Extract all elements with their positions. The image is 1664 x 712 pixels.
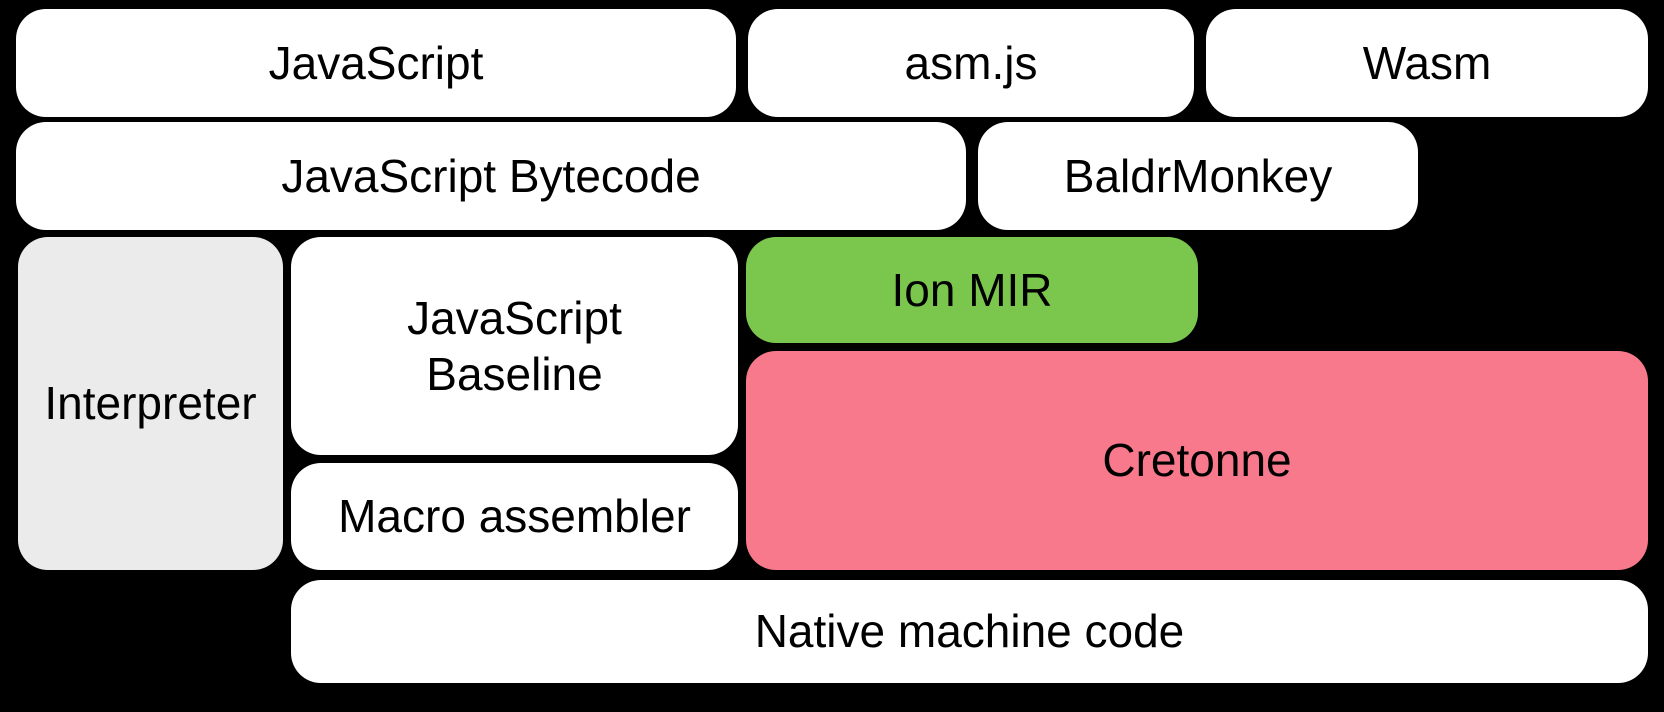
node-interpreter-label: Interpreter	[44, 377, 257, 430]
node-macro-assembler: Macro assembler	[291, 463, 738, 570]
node-interpreter: Interpreter	[18, 237, 283, 570]
node-cretonne-label: Cretonne	[1102, 434, 1292, 487]
node-baldrmonkey: BaldrMonkey	[978, 122, 1418, 230]
node-macro-assembler-label: Macro assembler	[338, 490, 691, 543]
node-native-machine-code-label: Native machine code	[754, 605, 1185, 658]
node-asmjs-label: asm.js	[904, 36, 1038, 89]
node-ion-mir: Ion MIR	[746, 237, 1198, 343]
node-wasm-label: Wasm	[1362, 36, 1492, 89]
node-javascript-bytecode: JavaScript Bytecode	[16, 122, 966, 230]
node-asmjs: asm.js	[748, 9, 1194, 117]
node-baldrmonkey-label: BaldrMonkey	[1063, 149, 1333, 202]
node-cretonne: Cretonne	[746, 351, 1648, 570]
node-javascript-label: JavaScript	[268, 36, 484, 89]
node-javascript: JavaScript	[16, 9, 736, 117]
node-wasm: Wasm	[1206, 9, 1648, 117]
node-javascript-baseline: JavaScript Baseline	[291, 237, 738, 455]
node-ion-mir-label: Ion MIR	[891, 263, 1053, 316]
node-native-machine-code: Native machine code	[291, 580, 1648, 683]
node-javascript-baseline-label: JavaScript Baseline	[407, 291, 622, 400]
node-javascript-bytecode-label: JavaScript Bytecode	[281, 149, 701, 202]
